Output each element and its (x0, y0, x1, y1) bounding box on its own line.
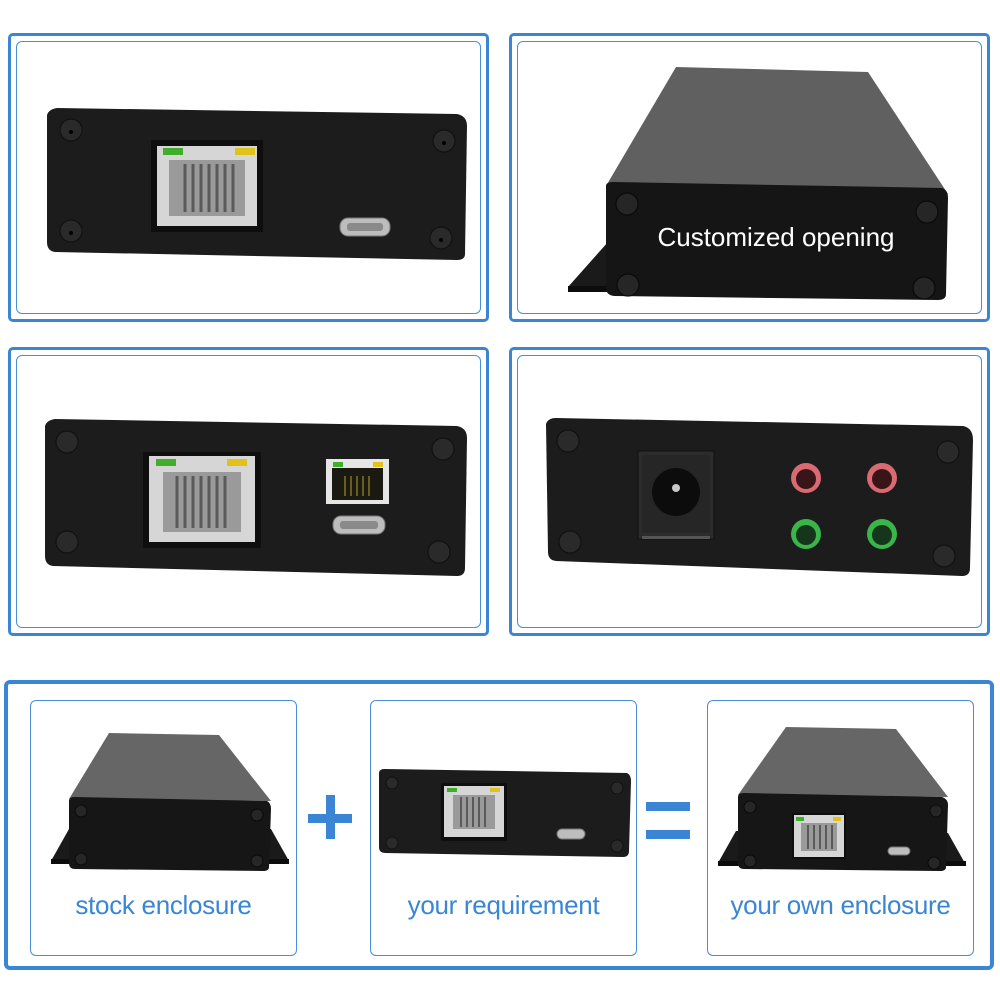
rj45-port-icon (441, 783, 507, 841)
enclosure-image: Customized opening (568, 67, 948, 300)
micro-usb-port-icon (332, 515, 386, 535)
panel-dual-rj45-usb (8, 347, 489, 636)
panel-frame (16, 355, 481, 628)
dc-power-jack-icon (637, 450, 715, 540)
panel-rj45-usb (8, 33, 489, 322)
panel-customized-opening: Customized opening (509, 33, 990, 322)
panel-frame: Customized opening (517, 41, 982, 314)
front-panel-image (47, 108, 467, 260)
requirement-panel-image (379, 769, 631, 857)
custom-enclosure-image (718, 727, 966, 871)
panel-dc-audio (509, 347, 990, 636)
screw-icon (615, 192, 939, 300)
micro-usb-port-icon (556, 828, 586, 840)
screw-icon (385, 776, 624, 853)
your-own-enclosure-card: your own enclosure (707, 700, 974, 956)
rj45-port-icon (143, 452, 261, 548)
audio-jack-red-icon (867, 463, 897, 493)
your-requirement-card: your requirement (370, 700, 637, 956)
front-panel-image (546, 418, 973, 576)
screw-icon (556, 429, 960, 568)
stock-enclosure-image (51, 733, 289, 871)
screw-icon (74, 804, 264, 868)
stock-enclosure-card: stock enclosure (30, 700, 297, 956)
enclosure-equation-panel: stock enclosure your requirement (4, 680, 994, 970)
micro-usb-port-icon (887, 846, 911, 856)
panel-frame (517, 355, 982, 628)
stock-enclosure-caption: stock enclosure (75, 890, 252, 920)
equals-icon (646, 802, 690, 839)
plus-icon (308, 795, 352, 839)
panel-frame (16, 41, 481, 314)
rj45-port-icon (151, 140, 263, 232)
screw-icon (743, 800, 943, 870)
customized-opening-label: Customized opening (657, 222, 894, 252)
audio-jack-green-icon (791, 519, 821, 549)
your-requirement-caption: your requirement (407, 890, 600, 920)
micro-usb-port-icon (339, 217, 391, 237)
rj45-port-icon (792, 813, 846, 859)
small-rj45-port-icon (326, 459, 389, 504)
audio-jack-green-icon (867, 519, 897, 549)
audio-jack-red-icon (791, 463, 821, 493)
screw-icon (55, 430, 455, 564)
front-panel-image (45, 419, 467, 576)
your-own-enclosure-caption: your own enclosure (730, 890, 951, 920)
